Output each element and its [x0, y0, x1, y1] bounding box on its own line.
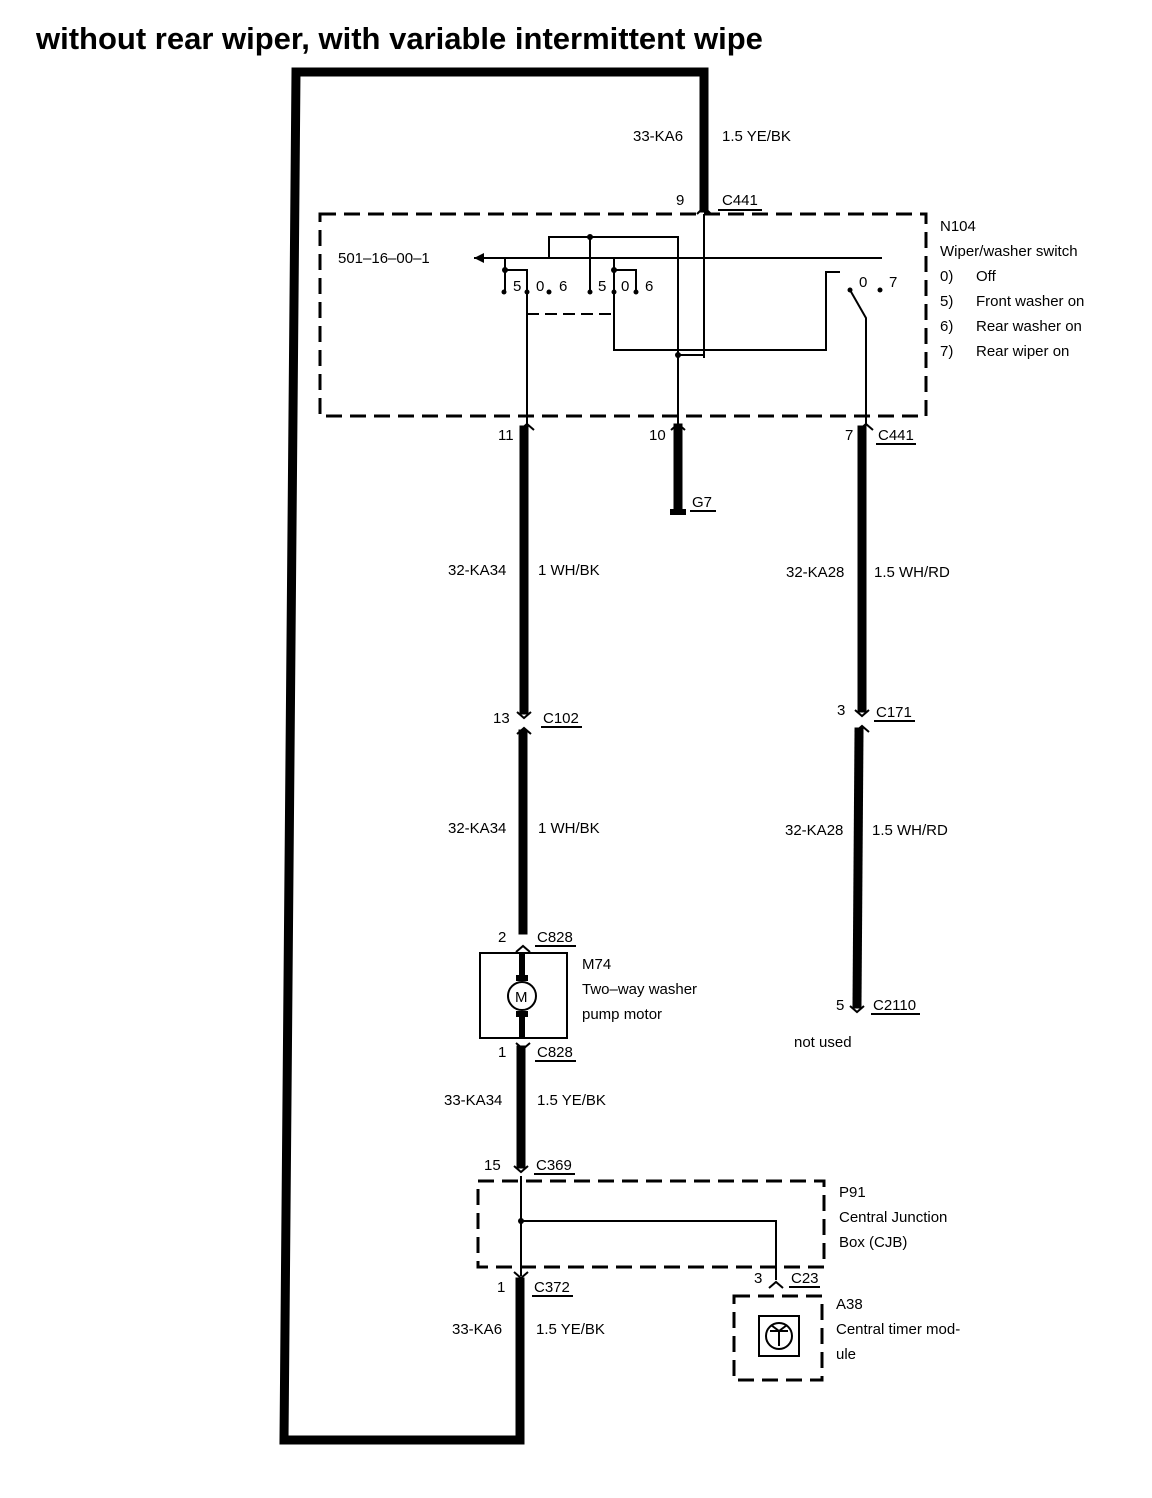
c372-name: C372 [534, 1279, 570, 1296]
c369-name: C369 [536, 1157, 572, 1174]
c828-bottom-name: C828 [537, 1044, 573, 1061]
motor-id: M74 [582, 956, 611, 973]
wire-left-middle-gauge: 1 WH/BK [538, 820, 600, 837]
c828-top-name: C828 [537, 929, 573, 946]
cjb-internal-wiring [518, 1176, 777, 1280]
motor-desc-line1: Two–way washer [582, 981, 697, 998]
contact-label-0c: 0 [859, 274, 867, 291]
cjb-desc-line2: Box (CJB) [839, 1234, 907, 1251]
c171-pin-number: 3 [837, 702, 845, 719]
switch-pos7-key: 7) [940, 343, 953, 360]
contact-label-0a: 0 [536, 278, 544, 295]
c369-terminal [513, 1165, 529, 1174]
switch-pos0-key: 0) [940, 268, 953, 285]
wire-right-middle-gauge: 1.5 WH/RD [872, 822, 948, 839]
switch-pos0-label: Off [976, 268, 997, 285]
c828-top-terminal [515, 944, 531, 953]
reference-arrow-icon [474, 253, 484, 263]
c441-top-name: C441 [722, 192, 758, 209]
c441-pin10-number: 10 [649, 427, 666, 444]
timer-a38-box [732, 1294, 824, 1382]
c828-bottom-pin-number: 1 [498, 1044, 506, 1061]
switch-pos6-label: Rear washer on [976, 318, 1082, 335]
switch-id: N104 [940, 218, 976, 235]
c441-bottom-name: C441 [878, 427, 914, 444]
switch-pos6-key: 6) [940, 318, 953, 335]
c441-pin11-number: 11 [498, 427, 514, 444]
contact-label-5a: 5 [513, 278, 521, 295]
switch-pos5-label: Front washer on [976, 293, 1084, 310]
c171-terminal-top [854, 709, 870, 718]
c372-terminal [513, 1271, 529, 1280]
wire-motor-to-cjb-circuit: 33-KA34 [444, 1092, 502, 1109]
timer-id: A38 [836, 1296, 863, 1313]
not-used-label: not used [794, 1034, 852, 1051]
motor-symbol: M [515, 989, 528, 1006]
c102-pin-number: 13 [493, 710, 510, 727]
c441-pin9-number: 9 [676, 192, 684, 209]
switch-internal-wiring [501, 214, 883, 424]
c23-name: C23 [791, 1270, 819, 1287]
ground-g7-label: G7 [692, 494, 712, 511]
switch-reference: 501–16–00–1 [338, 250, 430, 267]
c369-pin-number: 15 [484, 1157, 501, 1174]
main-loop-wire [279, 67, 709, 1445]
c102-terminal-top [516, 711, 532, 720]
diagram-title: without rear wiper, with variable interm… [35, 21, 763, 56]
c171-name: C171 [876, 704, 912, 721]
wire-left-middle-circuit: 32-KA34 [448, 820, 506, 837]
wire-right-upper-gauge: 1.5 WH/RD [874, 564, 950, 581]
wire-right-middle-circuit: 32-KA28 [785, 822, 843, 839]
c102-name: C102 [543, 710, 579, 727]
motor-brush-top [516, 975, 528, 981]
wire-bottom-gauge: 1.5 YE/BK [536, 1321, 605, 1338]
c2110-terminal [849, 1005, 865, 1014]
motor-brush-bottom [516, 1011, 528, 1017]
c2110-pin-number: 5 [836, 997, 844, 1014]
motor-desc-line2: pump motor [582, 1006, 662, 1023]
c441-pin7-number: 7 [845, 427, 853, 444]
c441-pin9-terminal [696, 205, 712, 215]
switch-pos7-label: Rear wiper on [976, 343, 1069, 360]
transistor-icon [765, 1322, 793, 1350]
c2110-name: C2110 [873, 997, 916, 1014]
c23-pin-number: 3 [754, 1270, 762, 1287]
wire-top-circuit: 33-KA6 [633, 128, 683, 145]
switch-n104-box [318, 212, 928, 418]
switch-pos5-key: 5) [940, 293, 953, 310]
wire-top-gauge: 1.5 YE/BK [722, 128, 791, 145]
c23-terminal [768, 1280, 784, 1289]
contact-label-7: 7 [889, 274, 897, 291]
contact-label-5b: 5 [598, 278, 606, 295]
cjb-p91-box [476, 1179, 826, 1269]
timer-desc-line2: ule [836, 1346, 856, 1363]
wire-left-upper-circuit: 32-KA34 [448, 562, 506, 579]
timer-module-icon [758, 1315, 800, 1357]
wire-right-middle [852, 727, 864, 1009]
motor-icon [507, 981, 537, 1011]
contact-label-6a: 6 [559, 278, 567, 295]
wire-right-upper-circuit: 32-KA28 [786, 564, 844, 581]
c372-pin-number: 1 [497, 1279, 505, 1296]
contact-label-6b: 6 [645, 278, 653, 295]
contact-label-0b: 0 [621, 278, 629, 295]
transistor-icon-leads [770, 1324, 788, 1346]
timer-desc-line1: Central timer mod- [836, 1321, 960, 1338]
cjb-desc-line1: Central Junction [839, 1209, 947, 1226]
wire-left-upper-gauge: 1 WH/BK [538, 562, 600, 579]
cjb-id: P91 [839, 1184, 866, 1201]
wire-bottom-circuit: 33-KA6 [452, 1321, 502, 1338]
c828-top-pin-number: 2 [498, 929, 506, 946]
switch-name: Wiper/washer switch [940, 243, 1078, 260]
wire-motor-to-cjb-gauge: 1.5 YE/BK [537, 1092, 606, 1109]
